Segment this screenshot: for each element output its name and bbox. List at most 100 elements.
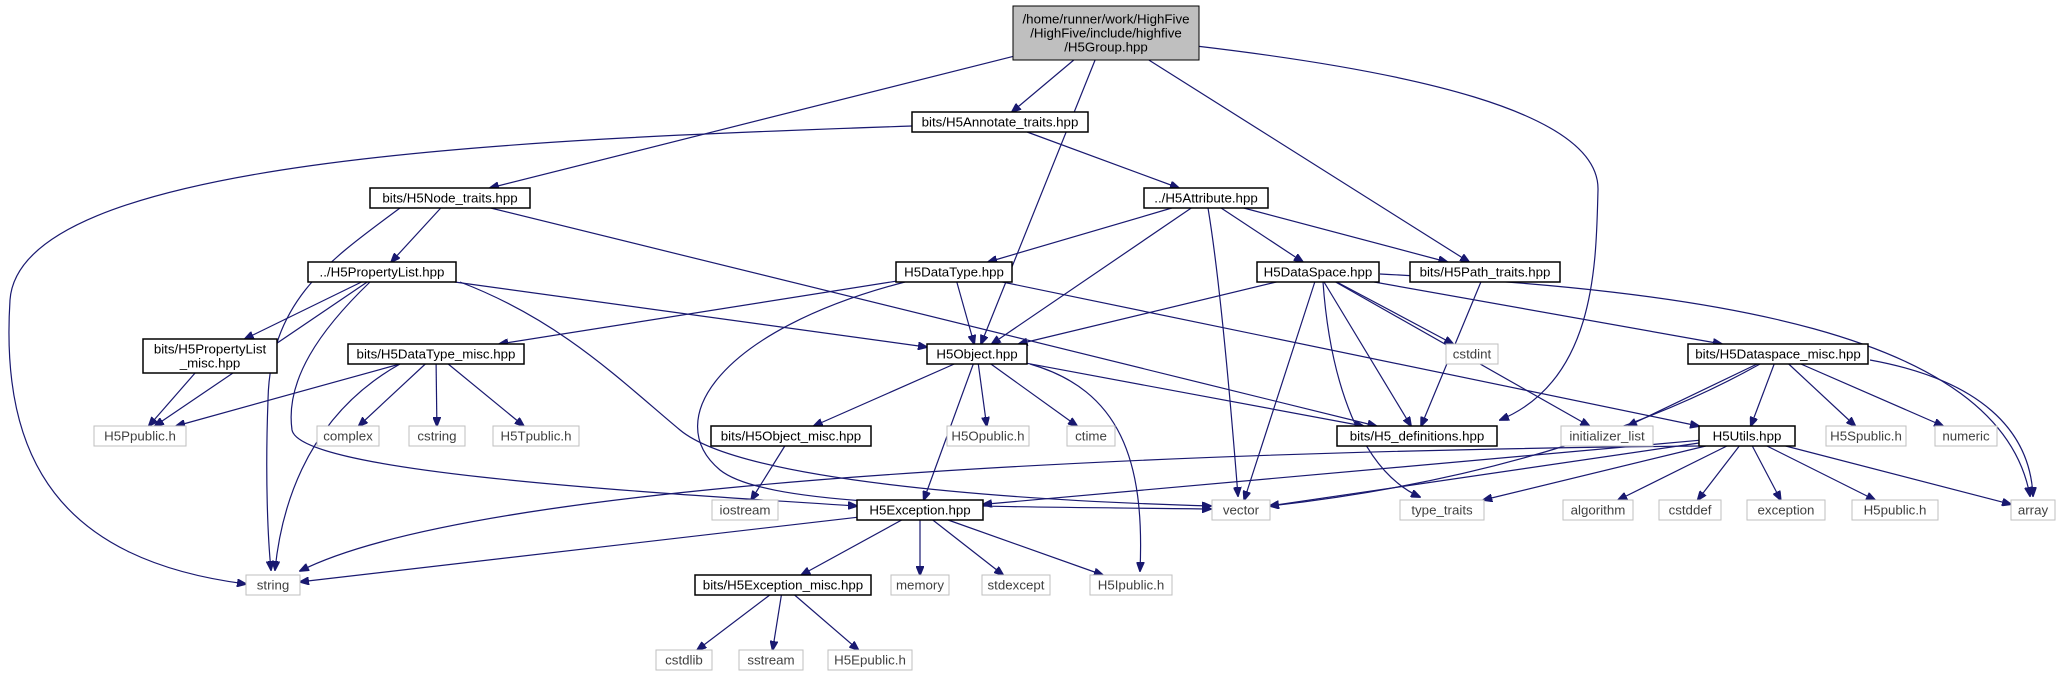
edge-except-to-exmisc bbox=[801, 519, 902, 575]
node-dtype[interactable]: H5DataType.hpp bbox=[895, 261, 1013, 283]
edge-annot-to-attr bbox=[1026, 131, 1179, 188]
node-box bbox=[981, 574, 1051, 596]
node-box bbox=[655, 649, 713, 671]
edge-dtmisc-to-h5t bbox=[447, 363, 524, 426]
node-h5t: H5Tpublic.h bbox=[492, 425, 580, 447]
node-main[interactable]: /home/runner/work/HighFive/HighFive/incl… bbox=[1012, 5, 1200, 61]
node-plmisc[interactable]: bits/H5PropertyList_misc.hpp bbox=[142, 338, 278, 374]
node-except[interactable]: H5Exception.hpp bbox=[856, 499, 984, 521]
node-label: /H5Group.hpp bbox=[1064, 40, 1148, 55]
node-box bbox=[1409, 261, 1561, 283]
edge-except-to-stdexcept bbox=[932, 519, 1003, 575]
node-box bbox=[1746, 499, 1826, 521]
node-box bbox=[1658, 499, 1722, 521]
edge-except-to-string bbox=[300, 516, 858, 582]
edge-attr-to-path bbox=[1243, 207, 1448, 262]
node-label: initializer_list bbox=[1569, 429, 1645, 444]
edge-exmisc-to-cstdlib bbox=[697, 594, 771, 650]
edge-dsmisc-to-numeric bbox=[1800, 363, 1943, 426]
node-label: H5public.h bbox=[1864, 503, 1927, 518]
edge-dtype-to-utils bbox=[1002, 281, 1699, 426]
node-attr[interactable]: ../H5Attribute.hpp bbox=[1143, 187, 1269, 209]
node-dtmisc[interactable]: bits/H5DataType_misc.hpp bbox=[347, 343, 525, 365]
edge-dtype-to-vector bbox=[696, 281, 1211, 509]
node-box bbox=[710, 425, 872, 447]
edge-plmisc-to-h5p bbox=[149, 372, 196, 426]
edge-node-to-plist bbox=[391, 207, 442, 262]
node-defs[interactable]: bits/H5_definitions.hpp bbox=[1336, 425, 1498, 447]
edge-plist-to-except bbox=[290, 281, 857, 506]
edge-dspace-to-typetraits bbox=[1322, 281, 1420, 497]
edge-attr-to-object bbox=[992, 207, 1192, 344]
node-objmisc[interactable]: bits/H5Object_misc.hpp bbox=[710, 425, 872, 447]
node-exmisc[interactable]: bits/H5Exception_misc.hpp bbox=[694, 574, 872, 596]
edge-utils-to-exception bbox=[1751, 445, 1780, 500]
node-box bbox=[1256, 261, 1380, 283]
node-label: complex bbox=[323, 429, 373, 444]
node-ctime: ctime bbox=[1066, 425, 1116, 447]
node-utils[interactable]: H5Utils.hpp bbox=[1698, 425, 1796, 447]
edge-dtmisc-to-complex bbox=[359, 363, 426, 426]
edge-dtype-to-object bbox=[956, 281, 974, 344]
node-box bbox=[890, 574, 950, 596]
node-box bbox=[316, 425, 380, 447]
node-box bbox=[856, 499, 984, 521]
edge-dsmisc-to-h5s bbox=[1788, 363, 1856, 426]
node-box bbox=[1399, 499, 1485, 521]
node-path[interactable]: bits/H5Path_traits.hpp bbox=[1409, 261, 1561, 283]
node-label: numeric bbox=[1942, 429, 1990, 444]
edge-dspace-to-array bbox=[1379, 273, 2030, 496]
node-box bbox=[1336, 425, 1498, 447]
node-label: sstream bbox=[747, 653, 794, 668]
node-box bbox=[245, 574, 301, 596]
edge-main-to-annot bbox=[1012, 59, 1075, 112]
node-label: H5DataSpace.hpp bbox=[1264, 265, 1373, 280]
node-label: stdexcept bbox=[988, 578, 1045, 593]
node-box bbox=[1445, 343, 1499, 365]
node-dsmisc[interactable]: bits/H5Dataspace_misc.hpp bbox=[1687, 343, 1869, 365]
edge-attr-to-dtype bbox=[988, 207, 1173, 262]
node-cstdint: cstdint bbox=[1445, 343, 1499, 365]
edge-main-to-object bbox=[981, 59, 1096, 344]
node-label: H5Utils.hpp bbox=[1713, 429, 1782, 444]
edge-dsmisc-to-utils bbox=[1751, 363, 1775, 426]
node-label: cstring bbox=[417, 429, 456, 444]
edge-plist-to-plmisc bbox=[245, 281, 362, 339]
node-label: bits/H5Path_traits.hpp bbox=[1420, 265, 1551, 280]
node-box bbox=[946, 425, 1030, 447]
nodes-layer: /home/runner/work/HighFive/HighFive/incl… bbox=[93, 5, 2056, 671]
edge-object-to-objmisc bbox=[814, 363, 955, 426]
node-cstdlib: cstdlib bbox=[655, 649, 713, 671]
node-exception: exception bbox=[1746, 499, 1826, 521]
edge-dtmisc-to-string bbox=[275, 363, 401, 570]
node-plist[interactable]: ../H5PropertyList.hpp bbox=[307, 261, 457, 283]
node-iostream: iostream bbox=[711, 499, 779, 521]
edge-annot-to-string bbox=[8, 125, 913, 584]
node-box bbox=[926, 343, 1028, 365]
node-label: H5Tpublic.h bbox=[501, 429, 572, 444]
node-box bbox=[694, 574, 872, 596]
edge-dspace-to-dsmisc bbox=[1373, 281, 1722, 344]
edge-plist-to-object bbox=[454, 281, 927, 347]
edge-utils-to-h5pub bbox=[1766, 445, 1875, 500]
node-box bbox=[1687, 343, 1869, 365]
edge-utils-to-array bbox=[1785, 445, 2011, 504]
node-h5p: H5Ppublic.h bbox=[93, 425, 187, 447]
node-label: H5Object.hpp bbox=[936, 347, 1017, 362]
edge-attr-to-vector bbox=[1207, 207, 1238, 496]
node-memory: memory bbox=[890, 574, 950, 596]
node-node[interactable]: bits/H5Node_traits.hpp bbox=[369, 187, 531, 209]
node-dspace[interactable]: H5DataSpace.hpp bbox=[1256, 261, 1380, 283]
edge-object-to-h5i bbox=[1029, 363, 1141, 571]
node-label: /home/runner/work/HighFive bbox=[1022, 12, 1189, 27]
node-box bbox=[711, 499, 779, 521]
edge-object-to-defs bbox=[1026, 362, 1363, 426]
node-object[interactable]: H5Object.hpp bbox=[926, 343, 1028, 365]
node-annot[interactable]: bits/H5Annotate_traits.hpp bbox=[911, 111, 1089, 133]
node-label: bits/H5Dataspace_misc.hpp bbox=[1695, 347, 1861, 362]
node-label: ../H5PropertyList.hpp bbox=[320, 265, 445, 280]
node-box bbox=[1089, 574, 1173, 596]
node-label: cstdlib bbox=[665, 653, 703, 668]
node-box bbox=[1211, 499, 1271, 521]
